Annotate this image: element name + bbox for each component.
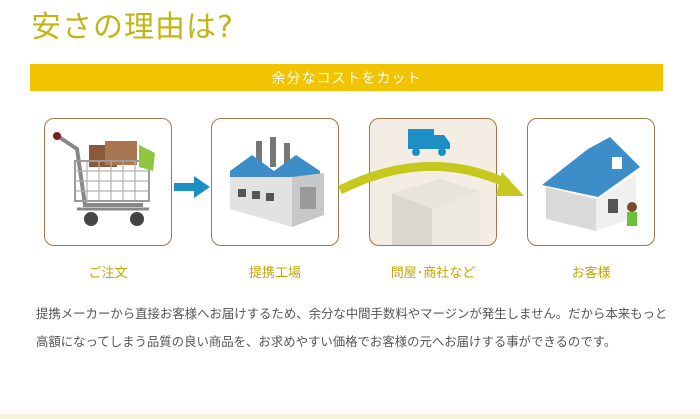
step-card-customer <box>527 118 655 246</box>
customer-house-icon <box>542 137 640 231</box>
wholesaler-truck-icon <box>392 129 480 245</box>
step-card-order <box>44 118 172 246</box>
arc-arrow-icon <box>338 161 524 196</box>
section-banner: 余分なコストをカット <box>30 64 663 91</box>
factory-icon <box>230 137 324 227</box>
step-card-factory <box>211 118 339 246</box>
page-title: 安さの理由は? <box>31 10 234 45</box>
step-label-wholesaler: 問屋･商社など <box>390 266 476 281</box>
step-label-factory: 提携工場 <box>248 266 301 281</box>
step-label-order: ご注文 <box>88 266 128 281</box>
bottom-divider <box>0 414 700 419</box>
step-label-customer: お客様 <box>571 266 611 281</box>
shopping-cart-icon <box>53 132 155 226</box>
blue-arrow-icon <box>174 176 210 198</box>
description-text: 提携メーカーから直接お客様へお届けするため、余分な中間手数料やマージンが発生しま… <box>36 306 668 349</box>
